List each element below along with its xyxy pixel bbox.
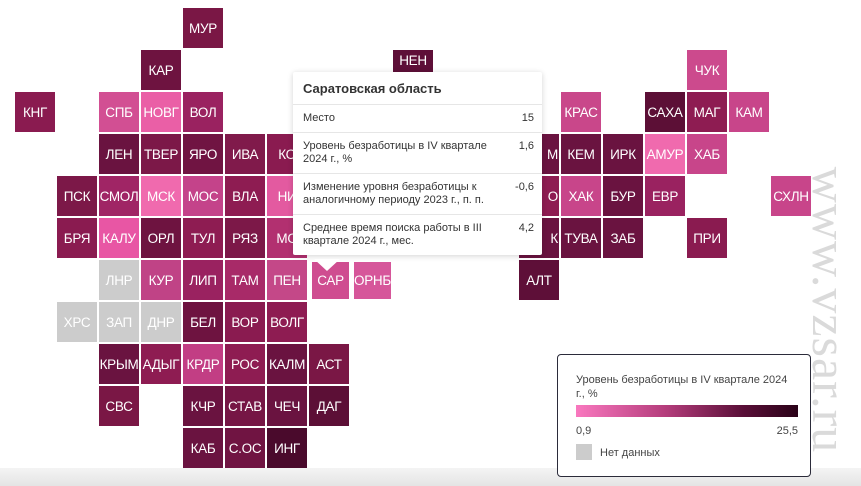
region-tile[interactable]: ИВА (225, 134, 265, 174)
tooltip-arrow (314, 259, 340, 271)
tooltip-row-value: 4,2 (518, 222, 534, 234)
region-tile[interactable]: АДЫГ (141, 344, 181, 384)
tooltip-row: Среднее время поиска работы в III кварта… (293, 215, 542, 255)
region-tile[interactable]: ИРК (603, 134, 643, 174)
region-tile[interactable]: КНГ (15, 92, 55, 132)
region-tile[interactable]: ЛЕН (99, 134, 139, 174)
region-tile[interactable]: МАГ (687, 92, 727, 132)
region-tile[interactable]: КАМ (729, 92, 769, 132)
region-tile[interactable]: КРДР (183, 344, 223, 384)
region-tile[interactable]: ЛНР (99, 260, 139, 300)
region-tile[interactable]: ДНР (141, 302, 181, 342)
region-tile[interactable]: КРАС (561, 92, 601, 132)
region-tile[interactable]: ЧУК (687, 50, 727, 90)
no-data-label: Нет данных (600, 447, 660, 459)
region-tile[interactable]: РЯЗ (225, 218, 265, 258)
region-tile[interactable]: ДАГ (309, 386, 349, 426)
region-tile[interactable]: САХА (645, 92, 685, 132)
region-tile[interactable]: ХАК (561, 176, 601, 216)
no-data-swatch (576, 444, 592, 460)
region-tile[interactable]: ЧЕЧ (267, 386, 307, 426)
region-tile[interactable]: КЕМ (561, 134, 601, 174)
region-tile[interactable]: ЗАБ (603, 218, 643, 258)
region-tile[interactable]: ЛИП (183, 260, 223, 300)
region-tile[interactable]: ТАМ (225, 260, 265, 300)
region-tile[interactable]: СМОЛ (99, 176, 139, 216)
color-legend: Уровень безработицы в IV квартале 2024 г… (557, 354, 811, 477)
region-tile[interactable]: КЧР (183, 386, 223, 426)
tooltip-row: Уровень безработицы в IV квартале 2024 г… (293, 133, 542, 174)
region-tile[interactable]: КАЛМ (267, 344, 307, 384)
tooltip-row-label: Уровень безработицы в IV квартале 2024 г… (303, 140, 487, 165)
region-tile[interactable]: БРЯ (57, 218, 97, 258)
region-tile[interactable]: СПБ (99, 92, 139, 132)
region-tile[interactable]: КАБ (183, 428, 223, 468)
region-tile[interactable]: СВС (99, 386, 139, 426)
legend-gradient-bar (576, 405, 798, 417)
region-tile[interactable]: ТУВА (561, 218, 601, 258)
region-tile[interactable]: ВОЛГ (267, 302, 307, 342)
region-tile[interactable]: ПЕН (267, 260, 307, 300)
region-tile[interactable]: КУР (141, 260, 181, 300)
region-tooltip: Саратовская область Место 15 Уровень безр… (293, 72, 542, 255)
region-tile[interactable]: БУР (603, 176, 643, 216)
region-tile[interactable]: СТАВ (225, 386, 265, 426)
region-tile[interactable]: БЕЛ (183, 302, 223, 342)
watermark-text: www.vzsar.ru (802, 166, 858, 454)
region-tile[interactable]: С.ОС (225, 428, 265, 468)
watermark: www.vzsar.ru (790, 140, 861, 480)
region-tile[interactable]: АМУР (645, 134, 685, 174)
region-tile[interactable]: ЕВР (645, 176, 685, 216)
legend-max: 25,5 (776, 425, 798, 437)
legend-title: Уровень безработицы в IV квартале 2024 г… (576, 374, 788, 400)
tooltip-row-value: 15 (521, 112, 534, 124)
region-tile[interactable]: ХАБ (687, 134, 727, 174)
tooltip-row-label: Место (303, 112, 335, 124)
region-tile[interactable]: ТУЛ (183, 218, 223, 258)
tooltip-row: Изменение уровня безработицы к аналогичн… (293, 174, 542, 215)
region-tile[interactable]: ОРНБ (354, 262, 391, 299)
region-tile[interactable]: АСТ (309, 344, 349, 384)
region-tile[interactable]: ТВЕР (141, 134, 181, 174)
tooltip-title: Саратовская область (293, 72, 542, 105)
region-tile[interactable]: КАЛУ (99, 218, 139, 258)
region-tile[interactable]: КРЫМ (99, 344, 139, 384)
region-tile[interactable]: КАР (141, 50, 181, 90)
region-tile[interactable]: ОРЛ (141, 218, 181, 258)
region-tile[interactable]: ПРИ (687, 218, 727, 258)
region-tile[interactable]: МОС (183, 176, 223, 216)
region-tile[interactable]: ЗАП (99, 302, 139, 342)
region-tile[interactable]: СХЛН (771, 176, 811, 216)
region-tile[interactable]: ВОР (225, 302, 265, 342)
tooltip-row-value: -0,6 (515, 181, 534, 193)
region-tile[interactable]: ЯРО (183, 134, 223, 174)
region-tile[interactable]: НОВГ (141, 92, 181, 132)
region-tile[interactable]: ПСК (57, 176, 97, 216)
region-tile[interactable]: МУР (183, 8, 223, 48)
tooltip-row-value: 1,6 (518, 140, 534, 152)
region-tile[interactable]: АЛТ (519, 260, 559, 300)
tooltip-row-label: Среднее время поиска работы в III кварта… (303, 222, 482, 247)
legend-min: 0,9 (576, 425, 592, 437)
region-tile[interactable]: ВОЛ (183, 92, 223, 132)
region-tile[interactable]: РОС (225, 344, 265, 384)
region-tile[interactable]: ВЛА (225, 176, 265, 216)
region-tile[interactable]: МСК (141, 176, 181, 216)
region-tile[interactable]: ИНГ (267, 428, 307, 468)
tooltip-row-label: Изменение уровня безработицы к аналогичн… (303, 181, 484, 206)
region-tile[interactable]: ХРС (57, 302, 97, 342)
tooltip-row: Место 15 (293, 105, 542, 133)
